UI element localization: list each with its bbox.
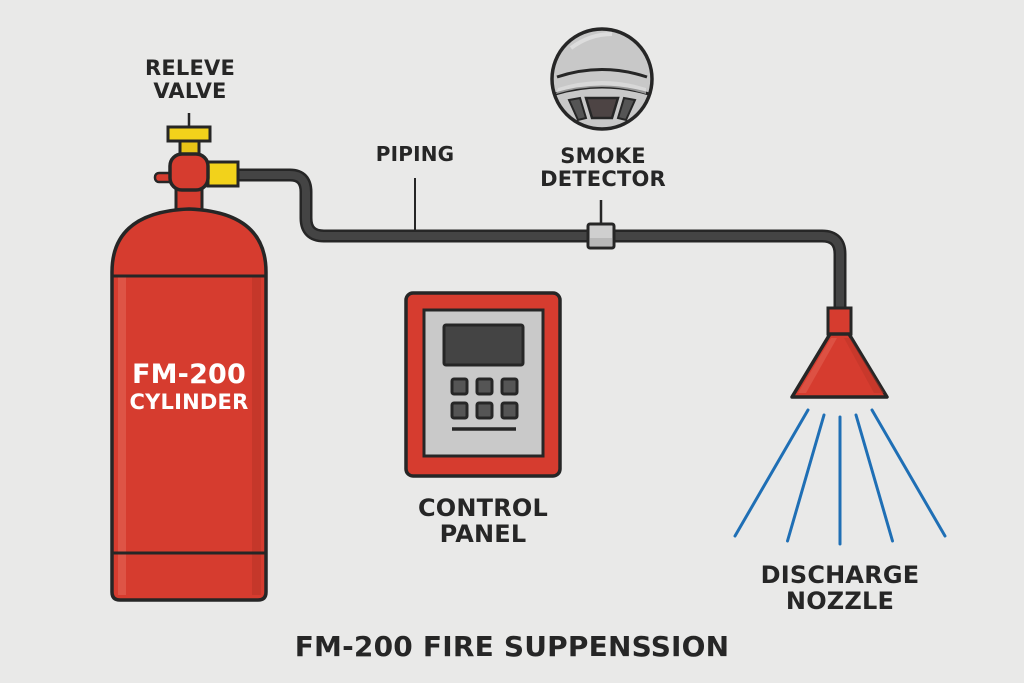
panel-button <box>500 377 519 396</box>
control-panel-label: CONTROL PANEL <box>417 494 549 548</box>
pipe-main <box>236 168 847 310</box>
discharge-spray <box>733 408 947 546</box>
discharge-nozzle-icon <box>790 306 889 399</box>
discharge-nozzle-label: DISCHARGE NOZZLE <box>760 561 920 615</box>
panel-button <box>450 377 469 396</box>
piping <box>236 168 847 310</box>
relief-valve-icon <box>153 113 240 192</box>
smoke-detector-icon <box>550 27 654 131</box>
control-panel-icon <box>404 291 562 478</box>
relief-valve-label: RELEVE VALVE <box>144 56 236 103</box>
smoke-detector-label: SMOKE DETECTOR <box>540 144 666 191</box>
control-panel-buttons <box>450 377 519 420</box>
spray-line <box>786 413 826 543</box>
spray-line <box>870 408 947 538</box>
pipe-main-inner <box>236 171 844 310</box>
spray-line <box>854 413 894 543</box>
pipe-coupling <box>586 200 616 250</box>
panel-button <box>450 401 469 420</box>
panel-button <box>500 401 519 420</box>
spray-line <box>733 408 810 538</box>
panel-button <box>475 401 494 420</box>
diagram-title: FM-200 FIRE SUPPENSSION <box>294 630 730 663</box>
panel-button <box>475 377 494 396</box>
piping-label: PIPING <box>375 142 455 166</box>
cylinder-label: FM-200 CYLINDER <box>129 359 249 415</box>
